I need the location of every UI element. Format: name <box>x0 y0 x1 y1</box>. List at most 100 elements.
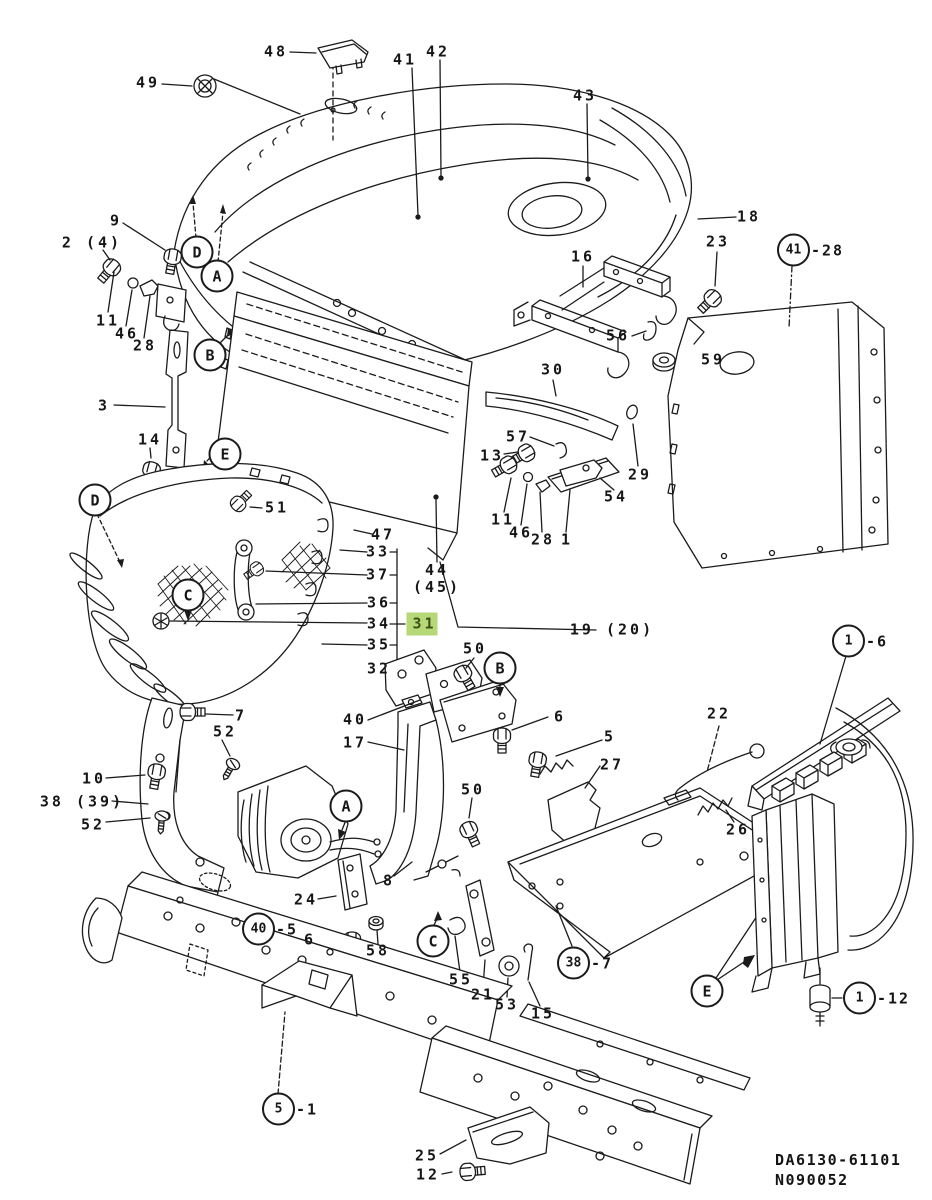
part-label-46-2[interactable]: 46 <box>508 523 534 542</box>
part-label-37[interactable]: 37 <box>365 565 391 584</box>
part-label-23[interactable]: 23 <box>705 232 731 251</box>
left-grille-shell <box>69 462 334 711</box>
part-label-24[interactable]: 24 <box>293 890 319 909</box>
circled-part-number: 38 <box>557 946 590 980</box>
part-label-17[interactable]: 17 <box>342 733 368 752</box>
part-label-13[interactable]: 13 <box>479 446 505 465</box>
part-label-28[interactable]: 28 <box>132 336 158 355</box>
view-marker-C: C <box>171 578 205 612</box>
hood-handle <box>317 39 369 75</box>
part-label-11[interactable]: 11 <box>95 311 121 330</box>
latch-bar-parts <box>432 879 541 1007</box>
assembly-ref-41-28[interactable]: 41-28 <box>777 233 845 267</box>
ref-suffix: -28 <box>811 241 845 259</box>
part-label-15[interactable]: 15 <box>530 1004 556 1023</box>
part-label-52[interactable]: 52 <box>212 722 238 741</box>
part-label-19-20[interactable]: 19 (20) <box>569 620 655 639</box>
part-label-14[interactable]: 14 <box>137 430 163 449</box>
ref-suffix: -5 <box>276 920 299 938</box>
part-label-8[interactable]: 8 <box>382 871 396 890</box>
part-label-29[interactable]: 29 <box>627 465 653 484</box>
part-label-50-2[interactable]: 50 <box>460 780 486 799</box>
view-marker-D-2: D <box>78 483 112 517</box>
spring-26 <box>697 797 735 823</box>
view-marker-E-2: E <box>690 974 724 1008</box>
circled-part-number: 41 <box>777 233 810 267</box>
part-label-47[interactable]: 47 <box>370 525 396 544</box>
part-label-41[interactable]: 41 <box>392 50 418 69</box>
drawing-number: DA6130-61101 <box>775 1151 902 1169</box>
part-label-21[interactable]: 21 <box>470 985 496 1004</box>
part-label-52-2[interactable]: 52 <box>80 815 106 834</box>
part-label-26[interactable]: 26 <box>725 820 751 839</box>
part-label-1[interactable]: 1 <box>560 530 574 549</box>
ref-suffix: -6 <box>866 632 889 650</box>
part-label-50[interactable]: 50 <box>462 639 488 658</box>
part-label-48[interactable]: 48 <box>263 42 289 61</box>
circled-part-number: 40 <box>242 912 275 946</box>
part-label-44-45[interactable]: 44 (45) <box>412 561 462 596</box>
view-marker-B: B <box>193 338 227 372</box>
assembly-ref-40-5[interactable]: 40-5 <box>242 912 299 946</box>
part-label-28-2[interactable]: 28 <box>530 530 556 549</box>
part-label-3[interactable]: 3 <box>97 396 111 415</box>
part-label-51[interactable]: 51 <box>264 498 290 517</box>
assembly-ref-1-12[interactable]: 1-12 <box>843 981 910 1015</box>
part-label-54[interactable]: 54 <box>603 487 629 506</box>
part-label-58[interactable]: 58 <box>365 941 391 960</box>
view-marker-E: E <box>208 437 242 471</box>
assembly-ref-38-7[interactable]: 38-7 <box>557 946 614 980</box>
circled-part-number: 1 <box>843 981 876 1015</box>
assembly-ref-1-6[interactable]: 1-6 <box>832 624 889 658</box>
hood-panel <box>173 63 693 378</box>
right-side-panel <box>667 265 889 569</box>
part-label-5[interactable]: 5 <box>603 727 617 746</box>
part-label-38-39[interactable]: 38 (39) <box>39 792 125 811</box>
part-label-9[interactable]: 9 <box>109 211 123 230</box>
part-label-7[interactable]: 7 <box>234 706 248 725</box>
part-label-36[interactable]: 36 <box>366 593 392 612</box>
part-label-46[interactable]: 46 <box>114 324 140 343</box>
part-label-56[interactable]: 56 <box>605 326 631 345</box>
part-label-59[interactable]: 59 <box>700 350 726 369</box>
part-label-25[interactable]: 25 <box>414 1146 440 1165</box>
part-label-2-4[interactable]: 2 (4) <box>61 233 123 252</box>
part-label-30[interactable]: 30 <box>540 360 566 379</box>
assembly-ref-5-1[interactable]: 5-1 <box>262 1092 319 1126</box>
part-label-55[interactable]: 55 <box>448 970 474 989</box>
part-label-12[interactable]: 12 <box>415 1165 441 1184</box>
ref-suffix: -1 <box>296 1100 319 1118</box>
part-label-11-2[interactable]: 11 <box>490 510 516 529</box>
part-label-6[interactable]: 6 <box>553 707 567 726</box>
part-label-6-2[interactable]: 6 <box>303 930 317 949</box>
circled-part-number: 5 <box>262 1092 295 1126</box>
part-label-49[interactable]: 49 <box>135 73 161 92</box>
hood-cap <box>193 74 301 115</box>
ref-suffix: -7 <box>591 954 614 972</box>
part-label-40[interactable]: 40 <box>342 710 368 729</box>
part-label-34[interactable]: 34 <box>366 614 392 633</box>
part-label-57[interactable]: 57 <box>505 427 531 446</box>
hinge-hardware-left <box>93 222 187 339</box>
part-label-27[interactable]: 27 <box>599 755 625 774</box>
part-label-42[interactable]: 42 <box>425 42 451 61</box>
part-label-10[interactable]: 10 <box>81 769 107 788</box>
part-label-22[interactable]: 22 <box>706 704 732 723</box>
part-label-33[interactable]: 33 <box>365 542 391 561</box>
part-label-53[interactable]: 53 <box>494 995 520 1014</box>
view-marker-C-2: C <box>416 924 450 958</box>
view-marker-A-2: A <box>329 789 363 823</box>
part-label-16[interactable]: 16 <box>570 247 596 266</box>
part-label-18[interactable]: 18 <box>736 207 762 226</box>
part-label-35[interactable]: 35 <box>366 635 392 654</box>
hinge-frame-16 <box>513 251 725 379</box>
circled-part-number: 1 <box>832 624 865 658</box>
part-label-32[interactable]: 32 <box>366 659 392 678</box>
latch-parts <box>488 404 639 533</box>
sheet-number: N090052 <box>775 1171 849 1189</box>
part-label-43[interactable]: 43 <box>572 86 598 105</box>
part-label-31[interactable]: 31 <box>406 612 438 636</box>
